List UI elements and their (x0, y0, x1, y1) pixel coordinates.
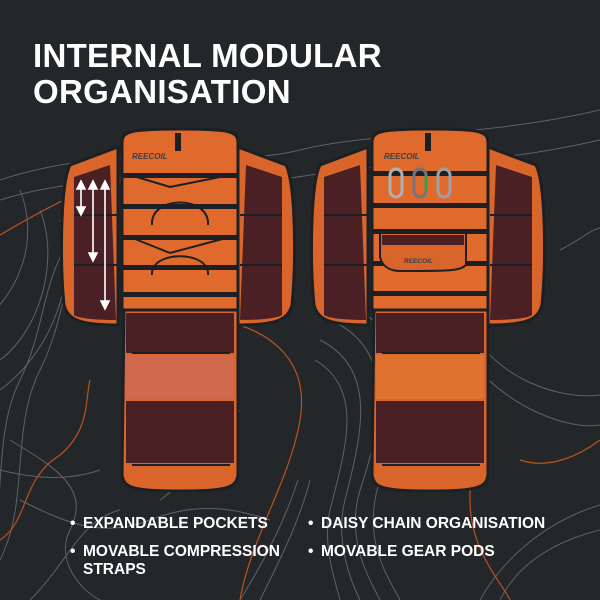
svg-text:REECOIL: REECOIL (404, 258, 433, 265)
headline-line-1: INTERNAL MODULAR (33, 37, 382, 74)
svg-text:REECOIL: REECOIL (384, 152, 420, 161)
svg-text:REECOIL: REECOIL (132, 152, 168, 161)
left-backpack-image: REECOIL (60, 127, 296, 493)
feature-daisy-chain-organisation: •DAISY CHAIN ORGANISATION (308, 515, 546, 532)
carabiner-3 (436, 167, 452, 199)
feature-expandable-pockets: •EXPANDABLE POCKETS (70, 515, 268, 532)
feature-movable-gear-pods: •MOVABLE GEAR PODS (308, 543, 495, 560)
headline: INTERNAL MODULAR ORGANISATION (33, 38, 382, 110)
right-backpack-image: REECOIL REECOIL (310, 127, 546, 493)
feature-movable-compression-straps: •MOVABLE COMPRESSION STRAPS (70, 543, 280, 578)
headline-line-2: ORGANISATION (33, 73, 291, 110)
carabiner-1 (388, 167, 404, 199)
